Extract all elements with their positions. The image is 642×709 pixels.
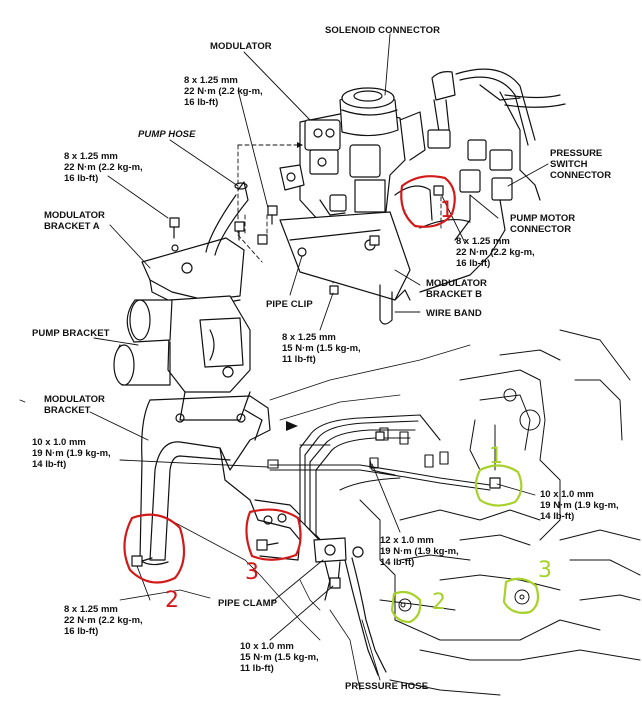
label-modulator-bracket: MODULATOR BRACKET bbox=[44, 394, 105, 416]
red-mark-1: 1 bbox=[440, 198, 454, 223]
green-mark-1: 1 bbox=[489, 444, 503, 469]
red-mark-3: 3 bbox=[245, 560, 259, 585]
pump-hose bbox=[205, 181, 249, 256]
spec-right-bracket-b: 8 x 1.25 mm 22 N·m (2.2 kg-m, 16 lb-ft) bbox=[456, 236, 535, 269]
leader-lines bbox=[89, 33, 549, 681]
label-pressure-hose: PRESSURE HOSE bbox=[345, 681, 429, 692]
label-modulator: MODULATOR bbox=[210, 41, 272, 52]
label-pump-bracket: PUMP BRACKET bbox=[32, 328, 110, 339]
spec-bottom-left: 8 x 1.25 mm 22 N·m (2.2 kg-m, 16 lb-ft) bbox=[64, 604, 143, 637]
pressure-hose-part bbox=[324, 546, 387, 676]
green-mark-3: 3 bbox=[538, 558, 552, 583]
green-annotation-circles bbox=[390, 464, 540, 624]
spec-center-lower: 12 x 1.0 mm 19 N·m (1.9 kg-m, 14 lb-ft) bbox=[380, 535, 459, 568]
modulator-bracket-lower bbox=[139, 395, 301, 566]
label-pump-motor-connector: PUMP MOTOR CONNECTOR bbox=[510, 213, 576, 235]
label-pressure-switch-connector: PRESSURE SWITCH CONNECTOR bbox=[550, 148, 612, 181]
spec-left-middle: 10 x 1.0 mm 19 N·m (1.9 kg-m, 14 lb-ft) bbox=[32, 437, 111, 470]
green-mark-2: 2 bbox=[432, 590, 446, 615]
label-modulator-bracket-b: MODULATOR BRACKET B bbox=[426, 278, 487, 300]
spec-right-lower: 10 x 1.0 mm 19 N·m (1.9 kg-m, 14 lb-ft) bbox=[540, 489, 619, 522]
label-pipe-clamp: PIPE CLAMP bbox=[218, 598, 278, 609]
spec-bottom-center: 10 x 1.0 mm 15 N·m (1.5 kg-m, 11 lb-ft) bbox=[240, 641, 319, 674]
label-modulator-bracket-a: MODULATOR BRACKET A bbox=[44, 210, 105, 232]
pipe-clamp-part bbox=[313, 537, 347, 583]
spec-top-modulator: 8 x 1.25 mm 22 N·m (2.2 kg-m, 16 lb-ft) bbox=[184, 75, 263, 108]
label-pipe-clip: PIPE CLIP bbox=[266, 299, 313, 310]
bolts bbox=[131, 185, 501, 589]
engine-block bbox=[339, 329, 641, 696]
label-solenoid-connector: SOLENOID CONNECTOR bbox=[325, 25, 441, 36]
wiring-harness bbox=[394, 68, 566, 293]
modulator-unit bbox=[279, 87, 426, 229]
red-mark-2: 2 bbox=[165, 588, 179, 613]
spec-pipe-clip-bolt: 8 x 1.25 mm 15 N·m (1.5 kg-m, 11 lb-ft) bbox=[282, 332, 361, 365]
pump-motor bbox=[113, 295, 251, 421]
red-annotation-circles bbox=[123, 175, 456, 584]
label-pump-hose: PUMP HOSE bbox=[138, 129, 196, 140]
spec-top-left: 8 x 1.25 mm 22 N·m (2.2 kg-m, 16 lb-ft) bbox=[64, 151, 143, 184]
modulator-bracket-b bbox=[279, 211, 411, 325]
brake-lines bbox=[267, 414, 491, 549]
label-wire-band: WIRE BAND bbox=[426, 308, 482, 319]
